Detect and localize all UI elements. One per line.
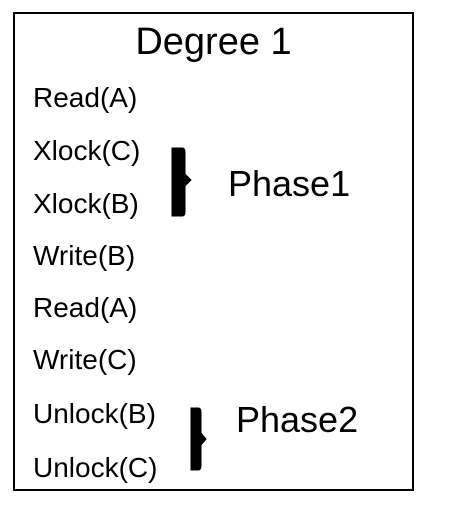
diagram-frame [13, 12, 414, 491]
operation-4: Write(B) [33, 240, 136, 271]
operation-5: Read(A) [33, 292, 138, 323]
phase1-brace [171, 147, 192, 217]
phase2-label: Phase2 [236, 399, 359, 440]
diagram-title: Degree 1 [135, 21, 292, 63]
operation-7: Unlock(B) [33, 398, 156, 429]
operation-2: Xlock(C) [33, 135, 141, 166]
phase2-brace [190, 407, 207, 471]
operation-1: Read(A) [33, 82, 138, 113]
operation-8: Unlock(C) [33, 452, 158, 483]
phase1-label: Phase1 [228, 163, 351, 204]
operation-3: Xlock(B) [33, 188, 139, 219]
operation-6: Write(C) [33, 344, 137, 375]
